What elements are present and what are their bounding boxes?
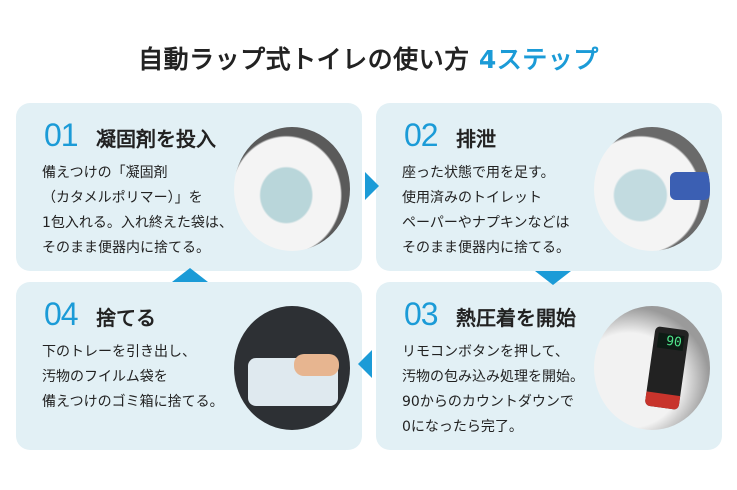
tray-disposal-photo	[234, 306, 350, 430]
step-card-3: 03 熱圧着を開始 リモコンボタンを押して、 汚物の包み込み処理を開始。 90か…	[376, 282, 722, 450]
step-heading: 凝固剤を投入	[96, 127, 216, 151]
step-card-2: 02 排泄 座った状態で用を足す。 使用済みのトイレット ペーパーやナプキンなど…	[376, 103, 722, 271]
step-heading: 熱圧着を開始	[456, 306, 576, 330]
title-main: 自動ラップ式トイレの使い方	[138, 45, 470, 74]
toilet-use-photo	[594, 127, 710, 251]
step-description: 備えつけの「凝固剤 （カタメルポリマー）」を 1包入れる。入れ終えた袋は、 その…	[42, 165, 233, 256]
toilet-coagulant-photo	[234, 127, 350, 251]
step-number: 02	[404, 117, 439, 153]
step-card-4: 04 捨てる 下のトレーを引き出し、 汚物のフイルム袋を 備えつけのゴミ箱に捨て…	[16, 282, 362, 450]
remote-display: 90	[656, 332, 685, 351]
arrow-right-icon	[365, 172, 379, 200]
page-title: 自動ラップ式トイレの使い方 4ステップ	[0, 40, 737, 76]
step-description: 下のトレーを引き出し、 汚物のフイルム袋を 備えつけのゴミ箱に捨てる。	[42, 344, 224, 410]
arrow-left-icon	[358, 350, 372, 378]
bottle-shape	[670, 172, 710, 200]
arrow-down-icon	[535, 271, 571, 285]
step-heading: 排泄	[456, 127, 496, 151]
remote-control: 90	[644, 326, 690, 410]
step-heading: 捨てる	[96, 306, 156, 330]
step-card-1: 01 凝固剤を投入 備えつけの「凝固剤 （カタメルポリマー）」を 1包入れる。入…	[16, 103, 362, 271]
title-accent: 4ステップ	[478, 45, 599, 74]
remote-control-photo: 90	[594, 306, 710, 430]
remote-red-base	[644, 391, 681, 410]
step-number: 01	[44, 117, 79, 153]
step-number: 03	[404, 296, 439, 332]
step-description: 座った状態で用を足す。 使用済みのトイレット ペーパーやナプキンなどは そのまま…	[402, 165, 570, 256]
arrow-up-icon	[172, 268, 208, 282]
step-number: 04	[44, 296, 79, 332]
hand-shape	[294, 354, 339, 376]
step-description: リモコンボタンを押して、 汚物の包み込み処理を開始。 90からのカウントダウンで…	[402, 344, 584, 435]
